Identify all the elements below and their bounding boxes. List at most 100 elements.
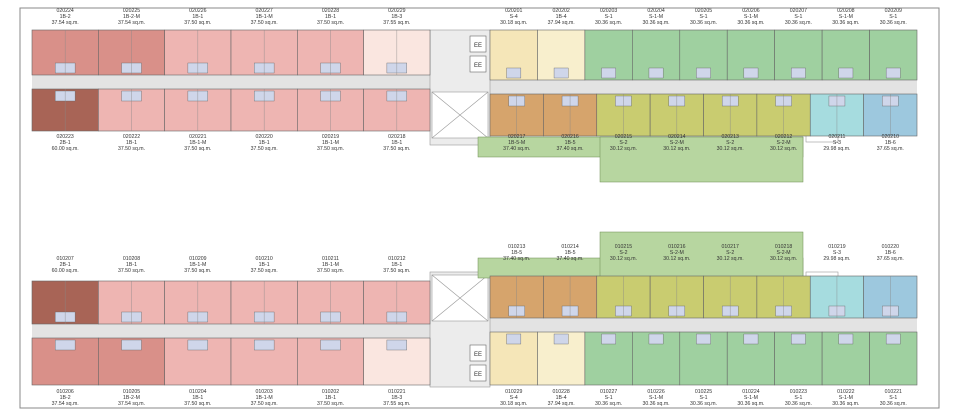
unit-type-label: 1B-1-M [256, 14, 273, 20]
unit-area-label: 37.50 sq.m. [383, 268, 410, 274]
unit-no-label: 020208 [837, 8, 854, 14]
unit-no-label: 010227 [600, 389, 617, 395]
unit-no-label: 020226 [189, 8, 206, 14]
bathroom [885, 67, 901, 79]
ee-box-4 [469, 364, 487, 382]
unit-no-label: 010206 [57, 389, 74, 395]
unit-type-label: S-1-M [744, 14, 758, 20]
unit-area-label: 37.94 sq.m. [548, 401, 575, 407]
unit-type-label: S-2-M [777, 140, 791, 146]
unit-area-label: 37.50 sq.m. [317, 20, 344, 26]
unit-area-label: 37.55 sq.m. [383, 401, 410, 407]
unit-no-label: 010218 [775, 244, 792, 250]
unit-type-label: S-1-M [649, 395, 663, 401]
unit-area-label: 37.50 sq.m. [118, 146, 145, 152]
unit-no-label: 010214 [561, 244, 578, 250]
unit-no-label: 010221 [388, 389, 405, 395]
unit-area-label: 30.36 sq.m. [785, 401, 812, 407]
unit-area-label: 30.12 sq.m. [770, 256, 797, 262]
bathroom [743, 67, 759, 79]
unit-area-label: 29.98 sq.m. [823, 146, 850, 152]
unit-no-label: 010210 [256, 256, 273, 262]
unit-no-label: 020204 [647, 8, 664, 14]
unit-no-label: 020203 [600, 8, 617, 14]
bathroom [838, 333, 854, 345]
unit-area-label: 30.18 sq.m. [500, 20, 527, 26]
unit-type-label: 1B-6 [885, 250, 896, 256]
bathroom [506, 67, 522, 79]
unit-no-label: 010223 [790, 389, 807, 395]
building-outline [19, 7, 940, 409]
bathroom [320, 339, 341, 351]
unit-type-label: S-1 [889, 14, 897, 20]
unit-area-label: 37.65 sq.m. [877, 146, 904, 152]
unit-no-label: 020212 [775, 134, 792, 140]
unit-type-label: 1B-1-M [322, 140, 339, 146]
unit-type-label: S-1 [605, 395, 613, 401]
ee-label-2: EE [474, 63, 482, 69]
unit-no-label: 010212 [388, 256, 405, 262]
bathroom [885, 333, 901, 345]
unit-type-label: 1B-1 [126, 262, 137, 268]
bathroom [601, 67, 616, 79]
unit-type-label: 1B-1-M [322, 262, 339, 268]
unit-no-label: 010207 [57, 256, 74, 262]
unit-type-label: 1B-2 [60, 14, 71, 20]
unit-area-label: 60.00 sq.m. [52, 146, 79, 152]
bathroom [696, 67, 711, 79]
unit-area-label: 37.54 sq.m. [118, 401, 145, 407]
unit-type-label: S-1 [889, 395, 897, 401]
unit-type-label: S-2-M [777, 250, 791, 256]
unit-type-label: 1B-1 [391, 262, 402, 268]
unit-area-label: 30.36 sq.m. [880, 20, 907, 26]
unit-no-label: 010202 [322, 389, 339, 395]
top-garden-extension [599, 136, 804, 183]
unit-type-label: 1B-1 [325, 395, 336, 401]
unit-no-label: 020205 [695, 8, 712, 14]
bathroom [121, 339, 142, 351]
unit-type-label: 1B-2-M [123, 395, 140, 401]
unit-type-label: 1B-5 [565, 250, 576, 256]
unit-no-label: 010228 [553, 389, 570, 395]
top-corridor-right [490, 80, 917, 94]
unit-area-label: 37.50 sq.m. [184, 268, 211, 274]
unit-area-label: 37.50 sq.m. [383, 146, 410, 152]
bathroom [187, 339, 208, 351]
bathroom [648, 333, 664, 345]
unit-type-label: S-1 [794, 14, 802, 20]
unit-area-label: 30.12 sq.m. [610, 146, 637, 152]
unit-type-label: 2B-1 [60, 140, 71, 146]
unit-type-label: 1B-1-M [256, 395, 273, 401]
unit-type-label: 1B-5-M [508, 140, 525, 146]
unit-area-label: 37.50 sq.m. [317, 268, 344, 274]
unit-area-label: 37.40 sq.m. [503, 256, 530, 262]
bathroom [743, 333, 759, 345]
unit-type-label: 1B-1 [259, 262, 270, 268]
unit-area-label: 37.40 sq.m. [557, 256, 584, 262]
bathroom [55, 339, 76, 351]
bathroom [506, 333, 522, 345]
top-corridor-left [32, 75, 432, 89]
bathroom [838, 67, 854, 79]
unit-no-label: 020209 [885, 8, 902, 14]
unit-no-label: 010204 [189, 389, 206, 395]
